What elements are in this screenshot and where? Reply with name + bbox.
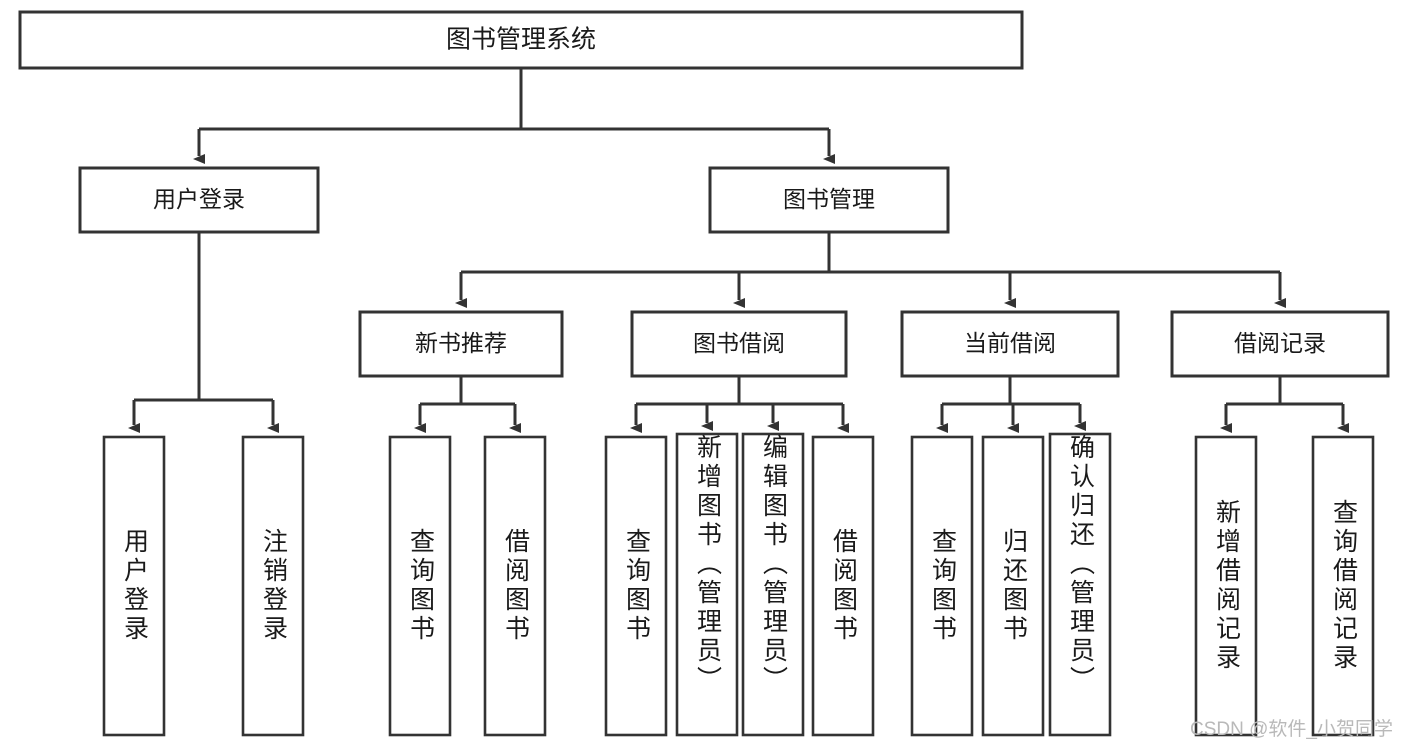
- leaf-borrow-book-1-text-wrap: 借阅图书: [501, 528, 530, 644]
- book-management-label: 图书管理: [783, 186, 875, 212]
- leaf-query-record-label: 查询借阅记录: [1329, 499, 1358, 673]
- leaf-edit-book-box: [741, 432, 805, 737]
- leaf-query-book-3-text-wrap: 查询图书: [928, 528, 957, 644]
- node-book-management[interactable]: 图书管理: [708, 166, 950, 234]
- leaf-query-book-1-box: [388, 435, 452, 737]
- leaf-add-record-box: [1194, 435, 1258, 737]
- leaf-user-logout-text-wrap: 注销登录: [259, 528, 288, 644]
- leaf-confirm-return-label: 确认归还（管理员）: [1066, 434, 1095, 695]
- user-login-label: 用户登录: [153, 186, 245, 212]
- leaf-add-book-label: 新增图书（管理员）: [693, 434, 722, 695]
- new-book-recommend-box: [358, 310, 564, 378]
- node-leaf-add-record[interactable]: 新增借阅记录: [1194, 435, 1258, 737]
- leaf-user-login-box: [102, 435, 166, 737]
- leaf-user-logout-box: [241, 435, 305, 737]
- node-leaf-user-login[interactable]: 用户登录: [102, 435, 166, 737]
- leaf-borrow-book-2-label: 借阅图书: [829, 528, 858, 644]
- leaf-borrow-book-1-box: [483, 435, 547, 737]
- connector-book-management-bus: [459, 232, 1282, 282]
- leaf-query-book-1-label: 查询图书: [406, 528, 435, 644]
- node-borrow-record[interactable]: 借阅记录: [1170, 310, 1390, 378]
- leaf-user-login-label: 用户登录: [120, 528, 149, 644]
- leaf-add-book-box: [675, 432, 739, 737]
- node-leaf-query-book-2[interactable]: 查询图书: [604, 435, 668, 737]
- connector-borrow-record-bus: [1224, 376, 1345, 412]
- node-leaf-borrow-book-1[interactable]: 借阅图书: [483, 435, 547, 737]
- connector-root-bus: [197, 68, 831, 152]
- leaf-confirm-return-box: [1048, 432, 1112, 737]
- leaf-query-book-1-text-wrap: 查询图书: [406, 528, 435, 644]
- node-leaf-query-record[interactable]: 查询借阅记录: [1311, 435, 1375, 737]
- leaf-add-record-text-wrap: 新增借阅记录: [1212, 499, 1241, 673]
- leaf-query-book-3-box: [910, 435, 974, 737]
- connector-current-borrow-bus: [940, 376, 1082, 412]
- node-leaf-query-book-3[interactable]: 查询图书: [910, 435, 974, 737]
- node-current-borrow[interactable]: 当前借阅: [900, 310, 1120, 378]
- leaf-borrow-book-2-text-wrap: 借阅图书: [829, 528, 858, 644]
- leaf-query-book-2-text-wrap: 查询图书: [622, 528, 651, 644]
- node-book-borrow[interactable]: 图书借阅: [630, 310, 848, 378]
- node-leaf-query-book-1[interactable]: 查询图书: [388, 435, 452, 737]
- current-borrow-box: [900, 310, 1120, 378]
- new-book-recommend-label: 新书推荐: [415, 330, 507, 356]
- leaf-query-book-2-label: 查询图书: [622, 528, 651, 644]
- connector-user-login-bus: [132, 232, 275, 410]
- node-leaf-confirm-return[interactable]: 确认归还（管理员）: [1048, 432, 1112, 737]
- leaf-confirm-return-text-wrap: 确认归还（管理员）: [1066, 434, 1095, 695]
- user-login-box: [78, 166, 320, 234]
- leaf-query-book-3-label: 查询图书: [928, 528, 957, 644]
- leaf-query-book-2-box: [604, 435, 668, 737]
- root-box: [18, 10, 1024, 70]
- leaf-add-record-label: 新增借阅记录: [1212, 499, 1241, 673]
- book-management-box: [708, 166, 950, 234]
- current-borrow-label: 当前借阅: [964, 330, 1056, 356]
- borrow-record-label: 借阅记录: [1234, 330, 1326, 356]
- node-new-book-recommend[interactable]: 新书推荐: [358, 310, 564, 378]
- leaf-query-record-box: [1311, 435, 1375, 737]
- leaf-borrow-book-1-label: 借阅图书: [501, 528, 530, 644]
- leaf-return-book-text-wrap: 归还图书: [999, 528, 1028, 644]
- leaf-return-book-label: 归还图书: [999, 528, 1028, 644]
- node-leaf-add-book[interactable]: 新增图书（管理员）: [675, 432, 739, 737]
- connector-new-book-recommend-bus: [418, 376, 517, 412]
- node-leaf-borrow-book-2[interactable]: 借阅图书: [811, 435, 875, 737]
- node-leaf-user-logout[interactable]: 注销登录: [241, 435, 305, 737]
- node-user-login[interactable]: 用户登录: [78, 166, 320, 234]
- borrow-record-box: [1170, 310, 1390, 378]
- leaf-add-book-text-wrap: 新增图书（管理员）: [693, 434, 722, 695]
- leaf-return-book-box: [981, 435, 1045, 737]
- node-leaf-return-book[interactable]: 归还图书: [981, 435, 1045, 737]
- leaf-user-login-text-wrap: 用户登录: [120, 528, 149, 644]
- node-leaf-edit-book[interactable]: 编辑图书（管理员）: [741, 432, 805, 737]
- book-borrow-box: [630, 310, 848, 378]
- leaf-edit-book-label: 编辑图书（管理员）: [759, 434, 788, 695]
- connector-layer: [128, 68, 1349, 433]
- csdn-watermark: CSDN @软件_小贺同学: [1190, 719, 1393, 740]
- node-root[interactable]: 图书管理系统: [18, 10, 1024, 70]
- leaf-edit-book-text-wrap: 编辑图书（管理员）: [759, 434, 788, 695]
- book-borrow-label: 图书借阅: [693, 330, 785, 356]
- leaf-user-logout-label: 注销登录: [259, 528, 288, 644]
- root-label: 图书管理系统: [446, 26, 596, 54]
- leaf-borrow-book-2-box: [811, 435, 875, 737]
- leaf-query-record-text-wrap: 查询借阅记录: [1329, 499, 1358, 673]
- connector-book-borrow-bus: [634, 376, 845, 412]
